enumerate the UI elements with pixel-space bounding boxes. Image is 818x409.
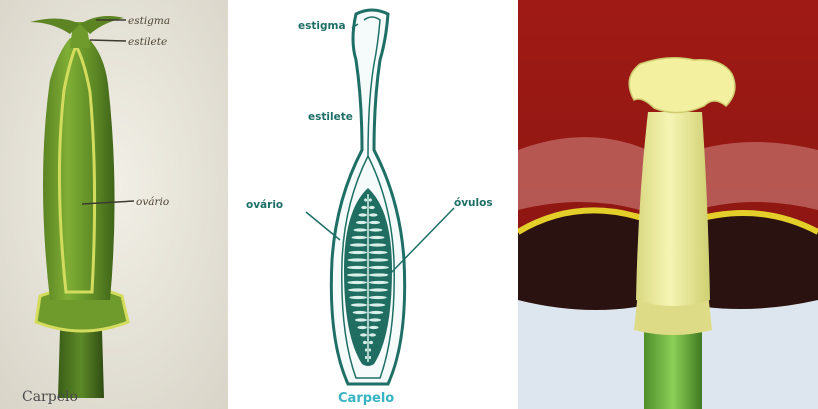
tulip-pistil-photo — [518, 0, 818, 409]
illustration-style-label: estilete — [128, 36, 167, 48]
ovule — [356, 221, 367, 224]
ovule — [347, 266, 367, 269]
ovule — [369, 333, 376, 336]
tulip-photo-panel — [518, 0, 818, 409]
ovule — [369, 281, 389, 284]
ovule — [369, 206, 375, 209]
ovule — [369, 303, 385, 306]
ovule — [353, 311, 367, 314]
ovule — [369, 296, 387, 299]
illustrated-carpel: estigma estilete ovário Carpelo — [0, 0, 228, 409]
ovule — [369, 198, 372, 201]
ovule — [347, 273, 367, 276]
ovule — [369, 341, 373, 344]
ovule — [351, 303, 367, 306]
ovule — [352, 236, 367, 239]
ovule — [350, 243, 367, 246]
schematic-caption: Carpelo — [338, 391, 394, 406]
ovule — [365, 356, 367, 359]
ovule — [369, 288, 388, 291]
ovule — [364, 198, 367, 201]
tulip-stem — [644, 326, 702, 409]
illustration-caption: Carpelo — [22, 389, 78, 405]
ovule — [348, 288, 367, 291]
schematic-carpel: estigma estilete ovário óvulos Carpelo — [228, 0, 518, 409]
illustration-stigma-label: estigma — [128, 15, 170, 27]
ovule — [349, 251, 367, 254]
ovule — [369, 356, 371, 359]
ovule — [361, 206, 367, 209]
schematic-ovules-label: óvulos — [454, 197, 493, 209]
ovule — [369, 228, 382, 231]
schematic-stigma-label: estigma — [298, 20, 346, 32]
ovule — [369, 251, 387, 254]
schematic-carpel-panel: estigma estilete ovário óvulos Carpelo — [228, 0, 518, 409]
ovule — [369, 273, 389, 276]
ovule — [347, 281, 367, 284]
tulip-style-column — [636, 112, 710, 306]
ovule — [365, 348, 367, 351]
ovule — [369, 311, 383, 314]
ovule — [354, 228, 367, 231]
ovule — [369, 266, 389, 269]
ovule — [348, 258, 367, 261]
ovule — [358, 213, 367, 216]
illustration-ovary-body — [43, 38, 115, 300]
ovule — [369, 221, 380, 224]
ovule — [369, 326, 379, 329]
ovule — [363, 341, 367, 344]
illustration-stem — [58, 330, 104, 398]
schematic-ovary-label: ovário — [246, 199, 283, 211]
ovule — [369, 243, 386, 246]
illustrated-carpel-panel: estigma estilete ovário Carpelo — [0, 0, 228, 409]
ovule — [369, 236, 384, 239]
ovule — [369, 258, 388, 261]
ovule — [357, 326, 367, 329]
style-pointer-line — [90, 40, 126, 41]
ovule — [360, 333, 367, 336]
ovule — [369, 213, 378, 216]
ovule — [355, 318, 367, 321]
schematic-style-label: estilete — [308, 111, 353, 123]
ovule — [369, 318, 381, 321]
illustration-ovary-label: ovário — [136, 196, 169, 208]
ovule — [349, 296, 367, 299]
ovule — [369, 348, 371, 351]
